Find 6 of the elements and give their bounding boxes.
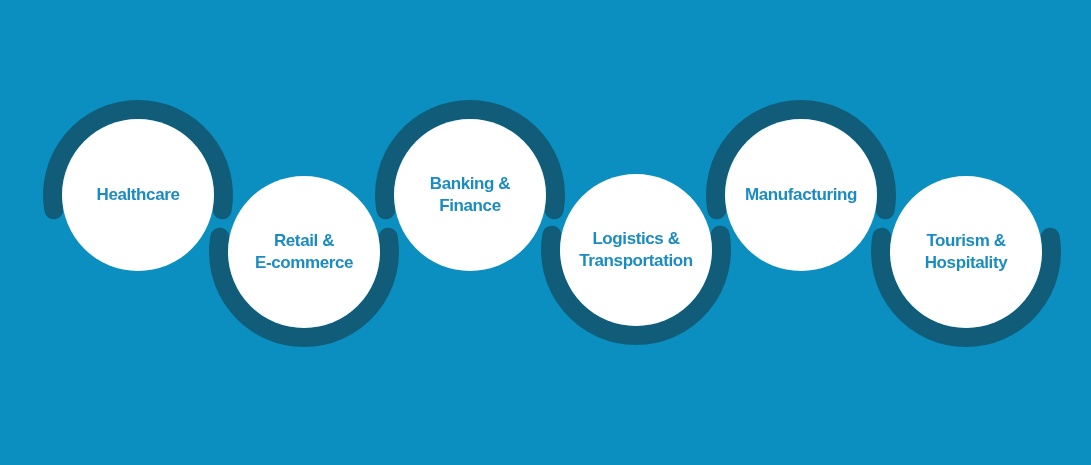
industry-label: Logistics & Transportation	[578, 228, 694, 272]
industry-label: Tourism & Hospitality	[923, 230, 1009, 274]
industry-label: Manufacturing	[745, 184, 857, 206]
industry-label: Healthcare	[96, 184, 180, 206]
industry-label: Banking & Finance	[428, 173, 512, 217]
industry-label: Retail & E-commerce	[253, 230, 355, 274]
